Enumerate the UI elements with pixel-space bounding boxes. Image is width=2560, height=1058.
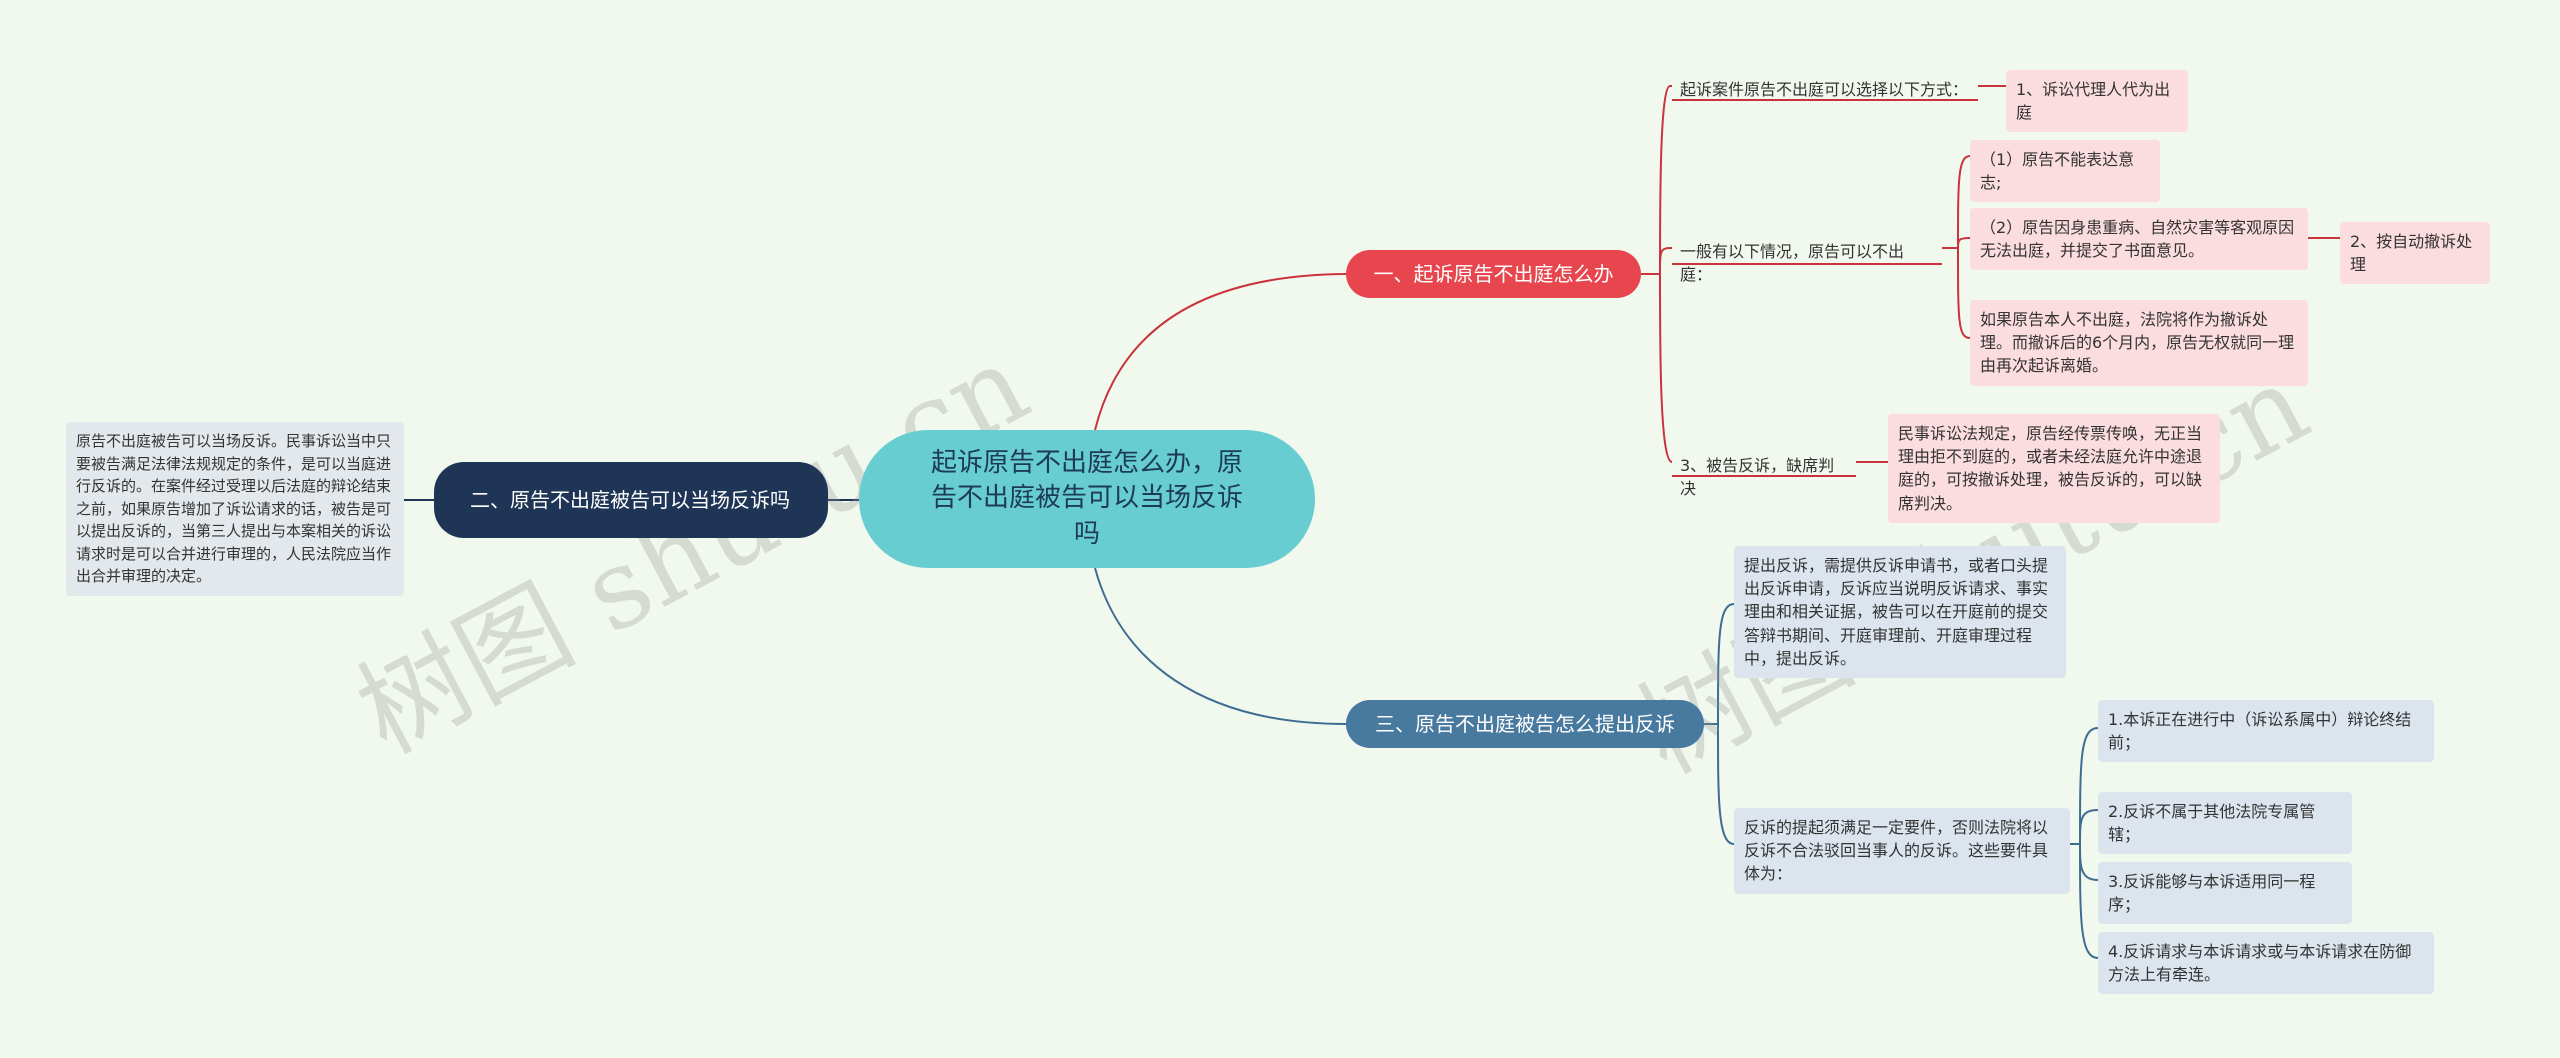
edge-central-branch1: [1094, 273, 1347, 431]
edge-branch1-children: [1641, 85, 1673, 463]
branch3-req3[interactable]: 3.反诉能够与本诉适用同一程序；: [2098, 862, 2352, 925]
branch1-item2-label[interactable]: 一般有以下情况，原告可以不出庭：: [1680, 242, 1905, 285]
branch2-topic[interactable]: 二、原告不出庭被告可以当场反诉吗: [434, 462, 828, 538]
branch1-item2-child2-extra[interactable]: 2、按自动撤诉处理: [2340, 222, 2490, 285]
branch3-req1[interactable]: 1.本诉正在进行中（诉讼系属中）辩论终结前；: [2098, 700, 2434, 763]
branch1-topic[interactable]: 一、起诉原告不出庭怎么办: [1346, 250, 1641, 298]
branch3-item1[interactable]: 提出反诉，需提供反诉申请书，或者口头提出反诉申请，反诉应当说明反诉请求、事实理由…: [1734, 546, 2066, 678]
branch1-item2-child2[interactable]: （2）原告因身患重病、自然灾害等客观原因无法出庭，并提交了书面意见。: [1970, 208, 2308, 271]
edge-central-branch3: [1094, 567, 1347, 725]
branch3-item2-label[interactable]: 反诉的提起须满足一定要件，否则法院将以反诉不合法驳回当事人的反诉。这些要件具体为…: [1734, 808, 2070, 894]
branch2-detail[interactable]: 原告不出庭被告可以当场反诉。民事诉讼当中只要被告满足法律法规规定的条件，是可以当…: [66, 422, 404, 596]
edge-b3i2-reqs: [2070, 727, 2099, 959]
branch3-req4[interactable]: 4.反诉请求与本诉请求或与本诉请求在防御方法上有牵连。: [2098, 932, 2434, 995]
edge-b1i2-children: [1942, 155, 1971, 339]
branch1-item1-child[interactable]: 1、诉讼代理人代为出庭: [2006, 70, 2188, 133]
edge-branch3-children: [1704, 603, 1735, 845]
branch3-title: 三、原告不出庭被告怎么提出反诉: [1375, 711, 1675, 736]
branch2-title: 二、原告不出庭被告可以当场反诉吗: [470, 488, 790, 512]
branch1-item2-child1[interactable]: （1）原告不能表达意志;: [1970, 140, 2160, 203]
central-topic-text: 起诉原告不出庭怎么办，原告不出庭被告可以当场反诉吗: [930, 448, 1243, 549]
branch1-item3-label[interactable]: 3、被告反诉，缺席判决: [1680, 456, 1835, 499]
branch1-item3-child[interactable]: 民事诉讼法规定，原告经传票传唤，无正当理由拒不到庭的，或者未经法庭允许中途退庭的…: [1888, 414, 2220, 523]
branch3-topic[interactable]: 三、原告不出庭被告怎么提出反诉: [1346, 700, 1704, 748]
branch3-req2[interactable]: 2.反诉不属于其他法院专属管辖；: [2098, 792, 2352, 855]
central-topic[interactable]: 起诉原告不出庭怎么办，原告不出庭被告可以当场反诉吗: [859, 430, 1315, 568]
branch1-item2-child3[interactable]: 如果原告本人不出庭，法院将作为撤诉处理。而撤诉后的6个月内，原告无权就同一理由再…: [1970, 300, 2308, 386]
branch1-item1-label[interactable]: 起诉案件原告不出庭可以选择以下方式：: [1680, 80, 1969, 99]
branch1-title: 一、起诉原告不出庭怎么办: [1373, 261, 1614, 286]
